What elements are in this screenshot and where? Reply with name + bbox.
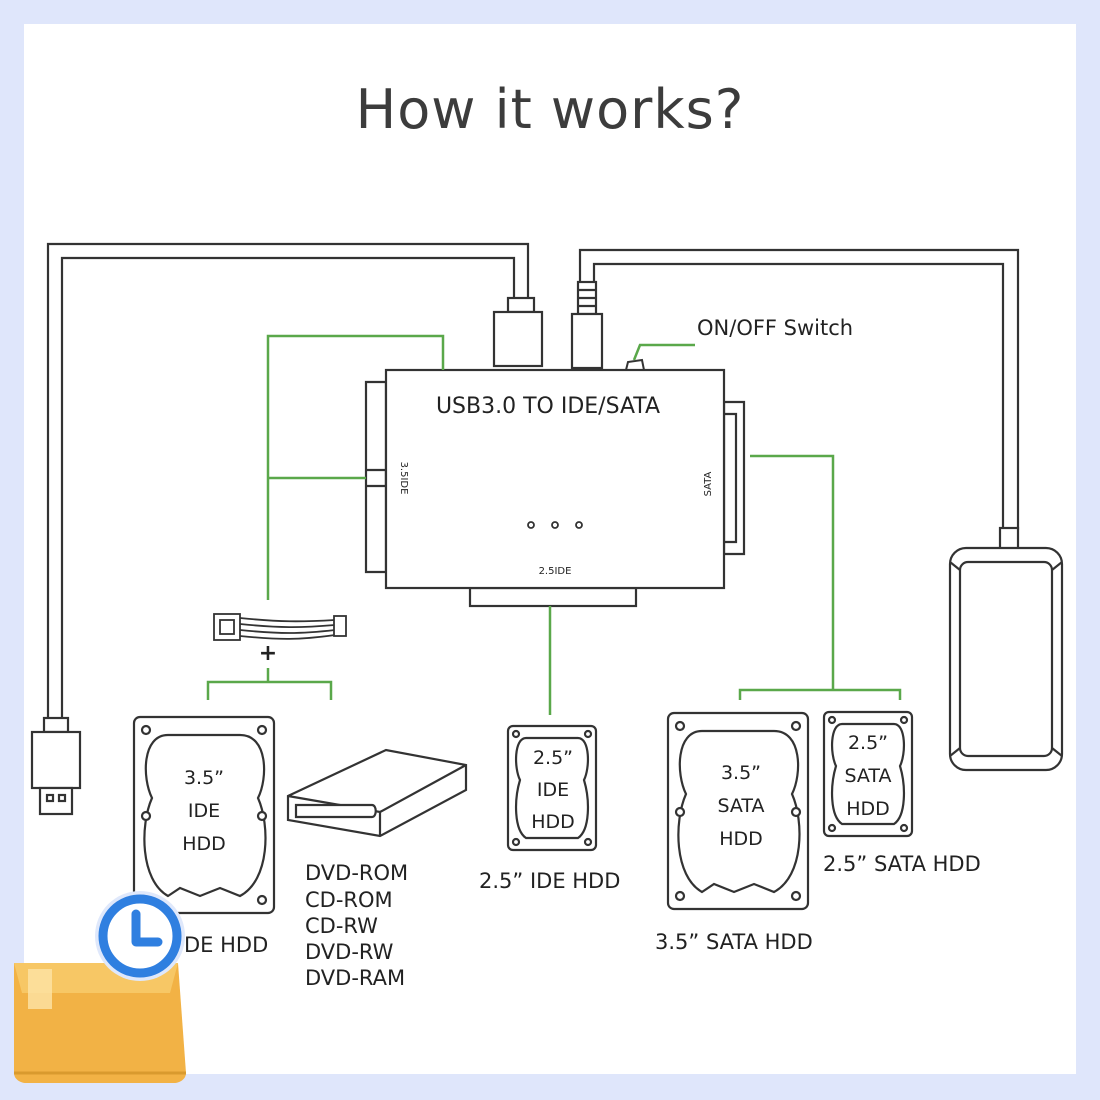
port-label-sata: SATA <box>703 471 714 496</box>
power-adapter <box>948 526 1064 772</box>
plus-sign: + <box>259 641 277 666</box>
device-name: USB3.0 TO IDE/SATA <box>436 394 660 419</box>
power-cable <box>578 248 1020 530</box>
connector-lines <box>206 334 902 715</box>
port-label-25ide: 2.5IDE <box>539 566 572 577</box>
hdd-25-ide-l2: IDE <box>537 779 569 801</box>
optical-item: CD-RW <box>305 914 378 938</box>
hdd-25-ide <box>506 724 598 852</box>
hdd-35-ide-caption: DE HDD <box>184 933 268 957</box>
hdd-25-ide-caption: 2.5” IDE HDD <box>479 869 620 893</box>
led-indicators <box>527 521 583 529</box>
power-harness <box>213 613 347 641</box>
hdd-35-ide-l3: HDD <box>182 833 226 855</box>
optical-drive <box>286 748 468 838</box>
hdd-25-sata-caption: 2.5” SATA HDD <box>823 852 981 876</box>
hdd-35-ide-l2: IDE <box>188 800 220 822</box>
hdd-35-sata-caption: 3.5” SATA HDD <box>655 930 813 954</box>
hdd-25-sata-l2: SATA <box>844 765 891 787</box>
usb-plug-top <box>492 296 544 368</box>
optical-item: DVD-ROM <box>305 861 408 885</box>
hdd-25-ide-l3: HDD <box>531 811 575 833</box>
adapter-device <box>364 368 746 608</box>
hdd-35-ide <box>132 715 276 915</box>
hdd-25-sata <box>822 710 914 838</box>
hdd-25-sata-l3: HDD <box>846 798 890 820</box>
power-plug <box>570 280 604 370</box>
port-label-35ide: 3.5IDE <box>398 462 409 495</box>
hdd-35-sata-l3: HDD <box>719 828 763 850</box>
optical-list: DVD-ROM CD-ROM CD-RW DVD-RW DVD-RAM <box>305 861 408 990</box>
page-title: How it works? <box>355 78 745 141</box>
hdd-35-ide-l1: 3.5” <box>184 767 224 789</box>
switch-label: ON/OFF Switch <box>697 316 853 340</box>
hdd-35-sata <box>666 711 810 911</box>
optical-item: DVD-RAM <box>305 966 405 990</box>
hdd-35-sata-l1: 3.5” <box>721 762 761 784</box>
hdd-25-ide-l1: 2.5” <box>533 747 573 769</box>
optical-item: DVD-RW <box>305 940 394 964</box>
switch-icon <box>624 358 646 371</box>
hdd-25-sata-l1: 2.5” <box>848 732 888 754</box>
clock-icon <box>95 891 185 981</box>
hdd-35-sata-l2: SATA <box>717 795 764 817</box>
shipping-badge <box>14 963 186 1083</box>
usb-cable <box>46 242 530 718</box>
usb-plug-bottom <box>30 716 82 816</box>
optical-item: CD-ROM <box>305 888 393 912</box>
